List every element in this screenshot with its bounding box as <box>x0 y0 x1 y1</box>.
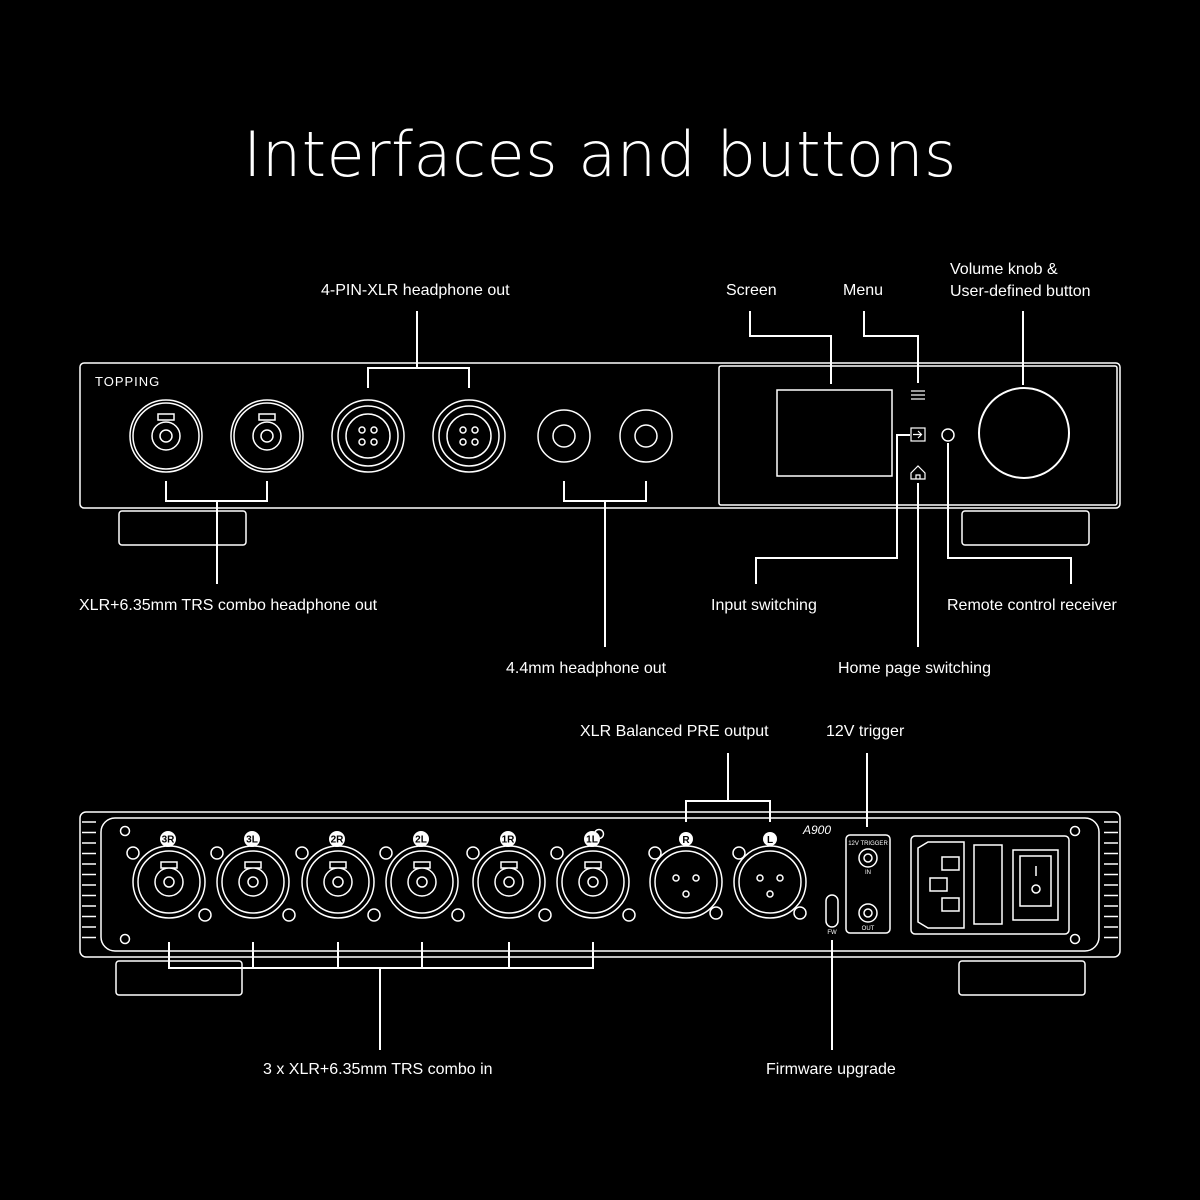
home-icon <box>910 465 926 480</box>
rear-leader-lines <box>168 753 868 1050</box>
fw-label: FW <box>827 930 837 936</box>
front-44mm-jack-2 <box>619 409 673 463</box>
menu-icon <box>911 390 925 400</box>
label-menu: Menu <box>843 282 884 299</box>
page-title: Interfaces and buttons <box>243 118 957 191</box>
front-4pin-xlr-2 <box>432 399 506 473</box>
rear-plate <box>100 817 1100 952</box>
channel-label: 2L <box>415 835 427 846</box>
input-switch-icon <box>910 427 926 442</box>
xlr-pre-out-r: R <box>648 832 723 920</box>
power-inlet <box>910 835 1070 935</box>
front-chassis <box>79 362 1121 509</box>
combo-in-jack: 3R <box>126 831 212 922</box>
screw <box>1069 825 1081 837</box>
pre-label-r: R <box>682 835 690 846</box>
brand-logo: TOPPING <box>95 374 160 389</box>
label-screen: Screen <box>726 282 777 299</box>
front-panel: TOPPING <box>79 362 1121 546</box>
combo-in-jack: 1R <box>466 831 552 922</box>
label-input-switching: Input switching <box>711 597 817 614</box>
trigger-out-label: OUT <box>862 926 875 932</box>
combo-in-jacks: 3R 3L 2R 2L 1R 1L <box>126 831 636 922</box>
screw <box>1069 933 1081 945</box>
rear-foot-left <box>115 960 243 996</box>
ir-receiver <box>941 428 955 442</box>
screw <box>119 825 131 837</box>
front-combo-jack-2 <box>230 399 304 473</box>
channel-label: 3L <box>246 835 258 846</box>
trigger-title: 12V TRIGGER <box>848 841 888 847</box>
channel-label: 1R <box>502 835 516 846</box>
label-volume-knob: Volume knob & User-defined button <box>950 261 1091 300</box>
label-4pin-xlr-out: 4-PIN-XLR headphone out <box>321 282 510 299</box>
combo-in-jack: 2L <box>379 831 465 922</box>
volume-knob <box>978 387 1070 479</box>
label-44mm-out: 4.4mm headphone out <box>506 660 667 677</box>
trigger-block: 12V TRIGGER IN OUT <box>845 834 891 934</box>
channel-label: 1L <box>586 835 598 846</box>
usb-c-port <box>825 894 839 928</box>
combo-in-jack: 3L <box>210 831 296 922</box>
channel-label: 3R <box>162 835 176 846</box>
front-foot-left <box>118 510 247 546</box>
combo-in-jack: 2R <box>295 831 381 922</box>
xlr-pre-out-l: L <box>732 832 807 920</box>
front-4pin-xlr-1 <box>331 399 405 473</box>
front-44mm-jack-1 <box>537 409 591 463</box>
label-combo-headphone-out: XLR+6.35mm TRS combo headphone out <box>79 597 378 614</box>
trigger-in-label: IN <box>865 870 871 876</box>
screen <box>776 389 893 477</box>
rear-chassis <box>79 811 1121 958</box>
label-home-switching: Home page switching <box>838 660 991 677</box>
label-remote-receiver: Remote control receiver <box>947 597 1117 614</box>
model-name: A900 <box>802 823 831 837</box>
channel-label: 2R <box>331 835 345 846</box>
combo-in-jack: 1L <box>550 831 636 922</box>
heatsink-fins <box>82 821 1118 939</box>
power-switch <box>1012 849 1059 921</box>
rear-foot-right <box>958 960 1086 996</box>
label-combo-in: 3 x XLR+6.35mm TRS combo in <box>263 1061 493 1078</box>
rear-panel: 3R 3L 2R 2L 1R 1L R L A900 FW 12V TRIGGER IN <box>79 811 1121 996</box>
label-pre-output: XLR Balanced PRE output <box>580 723 769 740</box>
screw <box>119 933 131 945</box>
label-12v-trigger: 12V trigger <box>826 723 905 740</box>
front-combo-jack-1 <box>129 399 203 473</box>
front-foot-right <box>961 510 1090 546</box>
pre-label-l: L <box>767 835 773 846</box>
label-firmware-upgrade: Firmware upgrade <box>766 1061 896 1078</box>
front-leader-lines <box>165 311 1072 647</box>
